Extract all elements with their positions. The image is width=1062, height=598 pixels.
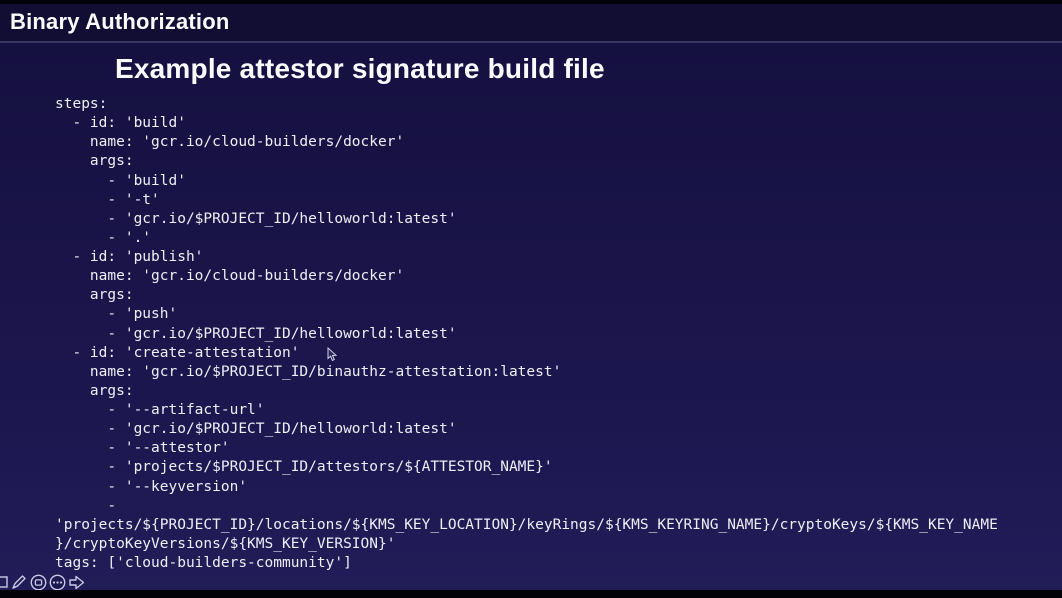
next-arrow-icon[interactable]	[68, 574, 86, 591]
bottom-letterbox-strip	[0, 590, 1062, 598]
code-line: -	[55, 497, 117, 514]
code-block: steps: - id: 'build' name: 'gcr.io/cloud…	[55, 95, 1045, 573]
code-line: - id: 'build'	[55, 115, 186, 132]
code-line: name: 'gcr.io/cloud-builders/docker'	[55, 134, 405, 151]
header-title: Binary Authorization	[10, 9, 230, 34]
code-line: }/cryptoKeyVersions/${KMS_KEY_VERSION}'	[55, 535, 396, 552]
code-line: name: 'gcr.io/cloud-builders/docker'	[55, 268, 405, 285]
code-line: - 'gcr.io/$PROJECT_ID/helloworld:latest'	[55, 325, 457, 342]
code-line: args:	[55, 382, 134, 399]
code-line: - '-t'	[55, 191, 160, 208]
header-bar: Binary Authorization	[0, 4, 1062, 43]
code-line: - '.'	[55, 229, 152, 246]
code-line: 'projects/${PROJECT_ID}/locations/${KMS_…	[55, 516, 998, 533]
slide-title: Example attestor signature build file	[115, 53, 605, 84]
button-tool-icon[interactable]	[30, 574, 47, 591]
code-line: - 'push'	[55, 306, 178, 323]
square-tool-icon[interactable]	[0, 576, 8, 588]
code-line: args:	[55, 153, 134, 170]
code-line: name: 'gcr.io/$PROJECT_ID/binauthz-attes…	[55, 363, 562, 380]
code-line: - id: 'create-attestation'	[55, 344, 300, 361]
code-line: - 'projects/$PROJECT_ID/attestors/${ATTE…	[55, 459, 553, 476]
code-line: - 'build'	[55, 172, 186, 189]
top-letterbox-strip	[0, 0, 1062, 4]
mouse-cursor-icon	[327, 346, 338, 362]
annotation-toolbar	[0, 572, 86, 592]
code-line: - id: 'publish'	[55, 249, 204, 265]
code-line: - '--artifact-url'	[55, 402, 265, 418]
code-line: tags: ['cloud-builders-community']	[55, 555, 352, 571]
code-line: - 'gcr.io/$PROJECT_ID/helloworld:latest'	[55, 421, 457, 438]
code-line: steps:	[55, 96, 108, 112]
code-line: - '--attestor'	[55, 440, 230, 457]
code-line: - '--keyversion'	[55, 478, 248, 495]
more-options-icon[interactable]	[49, 574, 66, 591]
code-line: - 'gcr.io/$PROJECT_ID/helloworld:latest'	[55, 210, 457, 227]
code-line: args:	[55, 287, 134, 304]
pen-tool-icon[interactable]	[10, 573, 28, 591]
